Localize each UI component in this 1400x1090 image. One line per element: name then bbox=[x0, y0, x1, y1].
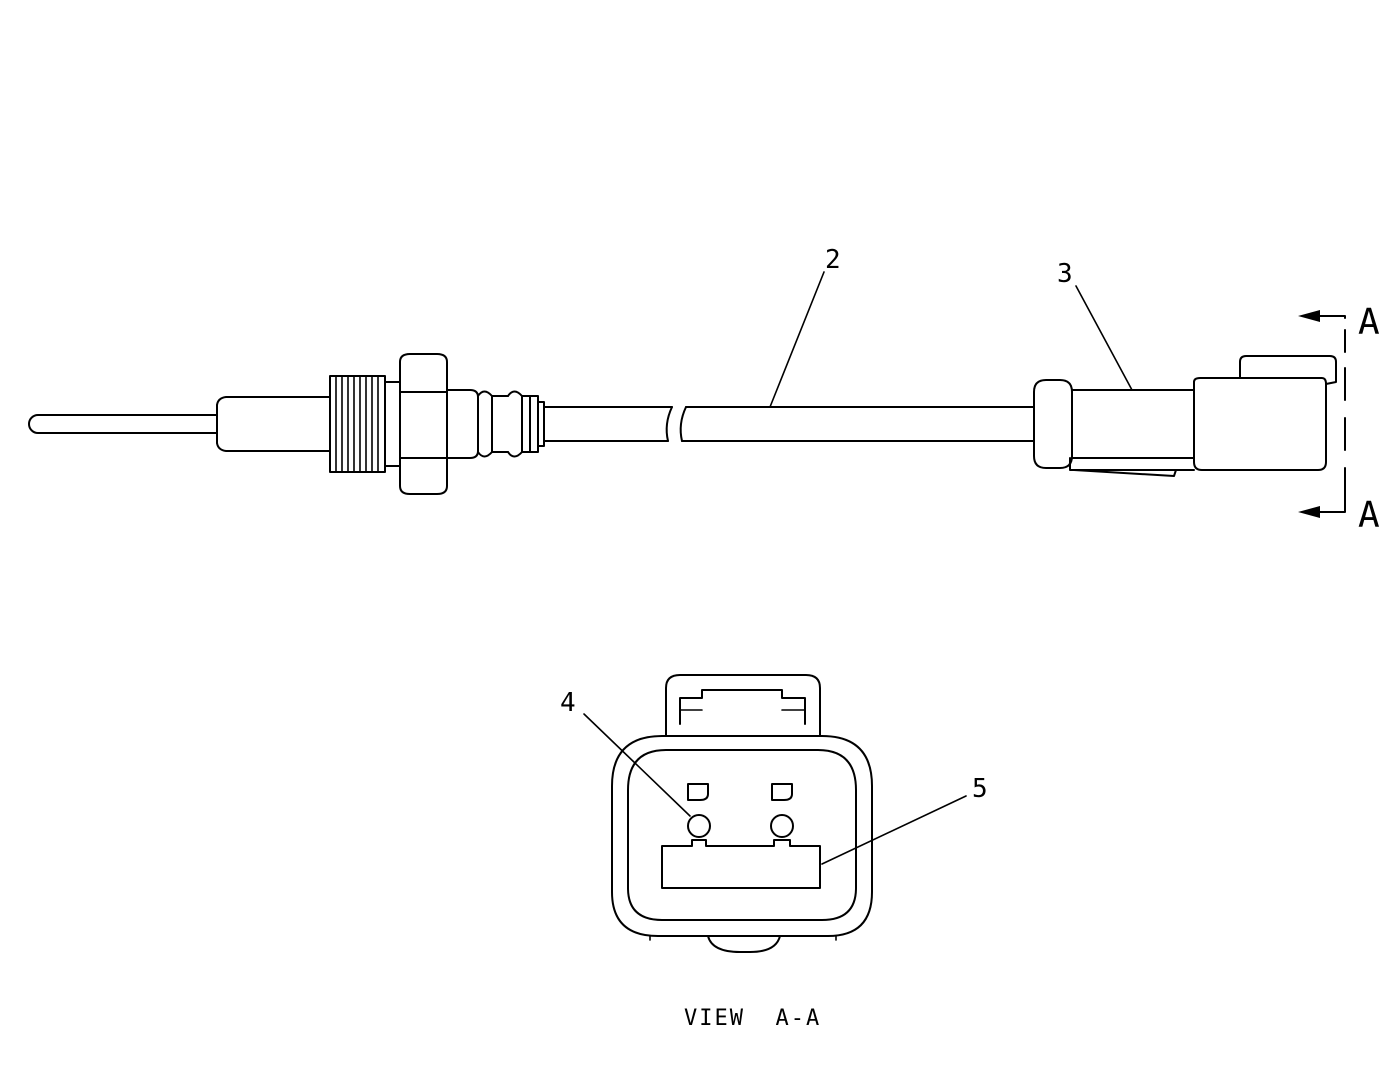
arrow-left-icon bbox=[1298, 310, 1320, 322]
ribbed-body bbox=[446, 389, 545, 459]
leader-line-3 bbox=[1075, 285, 1133, 391]
connector-face-view: 4 5 bbox=[560, 674, 988, 953]
leader-line-2 bbox=[769, 271, 825, 408]
arrow-left-icon bbox=[1298, 506, 1320, 518]
sensor-assembly: 2 3 bbox=[28, 245, 1337, 495]
pin-cavity-left bbox=[687, 814, 711, 838]
callout-5: 5 bbox=[972, 774, 988, 804]
section-marker-top: A bbox=[1358, 302, 1380, 343]
threaded-section bbox=[329, 375, 401, 473]
section-marker-bottom: A bbox=[1358, 495, 1380, 536]
section-line-a-a: A A bbox=[1298, 302, 1380, 536]
wedge-lock bbox=[661, 839, 821, 889]
sensor-probe bbox=[28, 414, 218, 434]
leader-line-4 bbox=[583, 713, 691, 817]
terminal-key-left bbox=[687, 783, 709, 801]
callout-4: 4 bbox=[560, 688, 576, 718]
connector bbox=[1033, 355, 1337, 477]
terminal-key-right bbox=[771, 783, 793, 801]
leader-line-5 bbox=[821, 795, 967, 865]
probe-sleeve bbox=[216, 396, 331, 452]
cable bbox=[543, 406, 1035, 442]
callout-2: 2 bbox=[825, 245, 841, 275]
callout-3: 3 bbox=[1057, 259, 1073, 289]
pin-cavity-right bbox=[770, 814, 794, 838]
view-caption: VIEW A-A bbox=[684, 1006, 821, 1031]
hex-nut bbox=[399, 353, 448, 495]
